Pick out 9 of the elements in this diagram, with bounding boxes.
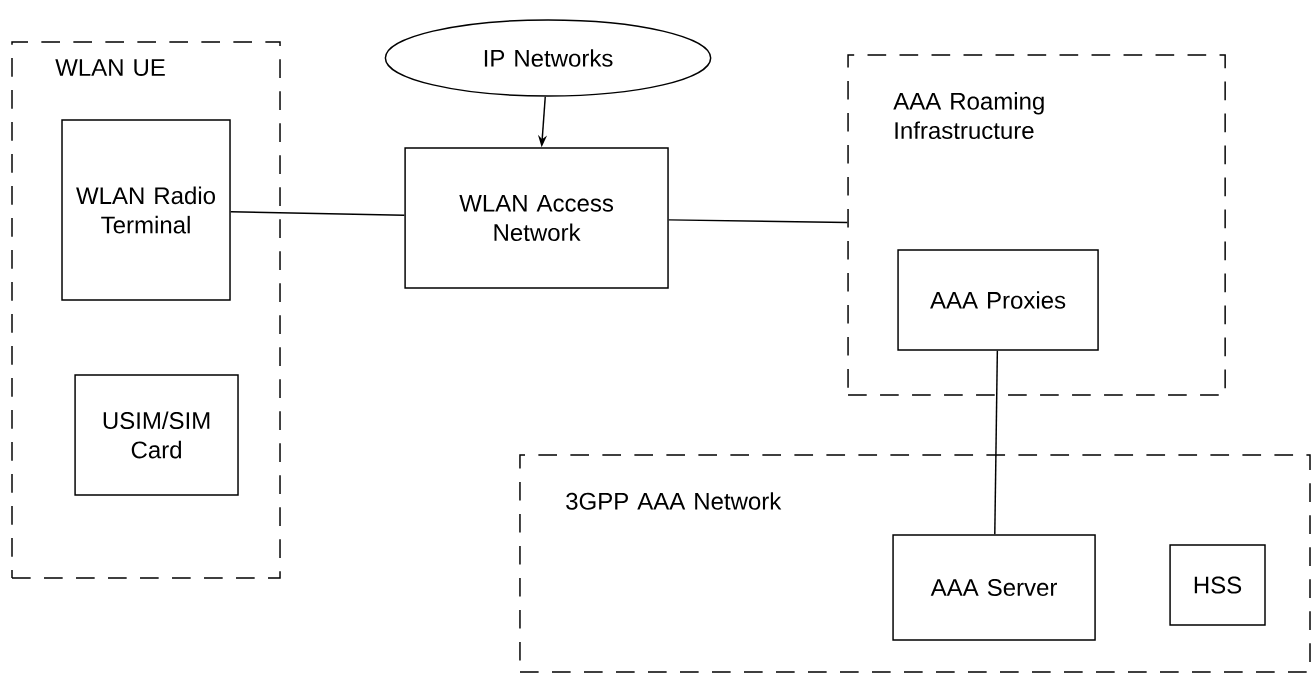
process-box: WLAN Radio Terminal	[61, 119, 231, 301]
process-box: USIM/SIM Card	[74, 374, 239, 496]
connector-line	[668, 219, 849, 224]
process-box: HSS	[1169, 544, 1266, 626]
connector-line	[230, 211, 406, 217]
process-box: WLAN Access Network	[404, 147, 669, 289]
process-box: AAA Proxies	[897, 249, 1099, 351]
connector-line	[994, 350, 999, 535]
process-box: AAA Server	[892, 534, 1096, 641]
